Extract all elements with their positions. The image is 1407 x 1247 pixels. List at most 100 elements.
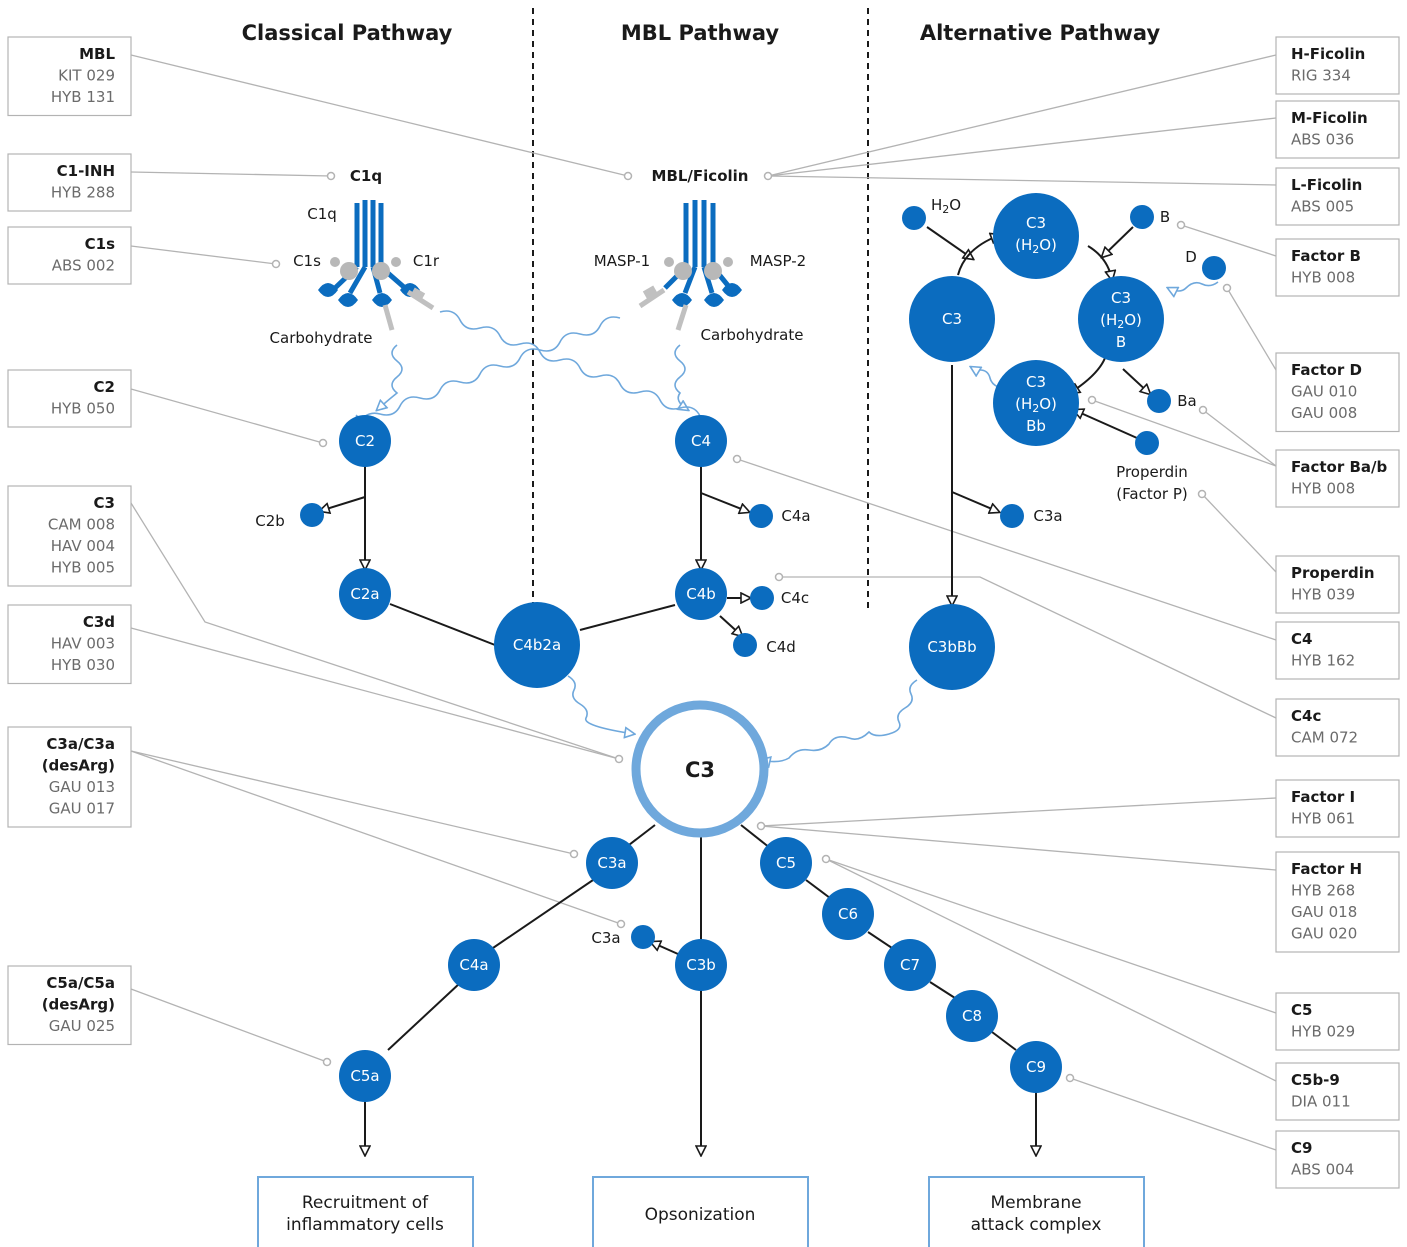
- antibody-code: GAU 020: [1291, 925, 1357, 943]
- node-c5a: C5a: [339, 1050, 391, 1102]
- antibody-code: HYB 131: [51, 88, 115, 106]
- header-alternative-pathway: Alternative Pathway: [920, 21, 1161, 45]
- node-c4c: C4c: [750, 586, 809, 610]
- label-masp1: MASP-1: [594, 252, 650, 270]
- antibody-box-title: C3: [94, 494, 115, 512]
- node-central-c3: C3: [631, 700, 769, 838]
- antibody-box-c5a-c5a-desarg: C5a/C5a(desArg)GAU 025: [7, 965, 132, 1046]
- header-mbl-pathway: MBL Pathway: [621, 21, 780, 45]
- svg-text:C3bBb: C3bBb: [927, 638, 976, 656]
- antibody-code: HYB 039: [1291, 586, 1355, 604]
- antibody-code: HYB 268: [1291, 882, 1355, 900]
- svg-text:C4a: C4a: [459, 956, 488, 974]
- antibody-code: HYB 008: [1291, 269, 1355, 287]
- svg-text:Properdin: Properdin: [1116, 463, 1188, 481]
- antibody-box-title: C5a/C5a: [46, 974, 115, 992]
- node-c3a-alt: C3a: [1000, 504, 1063, 528]
- antibody-box-title: C4: [1291, 630, 1312, 648]
- antibody-code: HYB 030: [51, 656, 115, 674]
- node-c6: C6: [822, 888, 874, 940]
- node-alt-c3: C3: [909, 276, 995, 362]
- svg-text:C3: C3: [942, 310, 962, 328]
- antibody-code: GAU 018: [1291, 903, 1357, 921]
- node-c7: C7: [884, 939, 936, 991]
- antibody-box-title: MBL: [79, 45, 115, 63]
- c1-complex: [318, 200, 435, 331]
- svg-text:C4: C4: [691, 432, 711, 450]
- svg-text:C5a: C5a: [350, 1067, 379, 1085]
- node-c9: C9: [1010, 1041, 1062, 1093]
- antibody-box-title: C4c: [1291, 707, 1321, 725]
- svg-text:C7: C7: [900, 956, 920, 974]
- antibody-code: CAM 008: [48, 516, 115, 534]
- antibody-code: ABS 005: [1291, 198, 1354, 216]
- label-carbohydrate-right: Carbohydrate: [701, 326, 804, 344]
- node-c2b: C2b: [255, 503, 324, 530]
- node-c3h2obb: C3 (H2O) Bb: [993, 360, 1079, 446]
- header-classical-pathway: Classical Pathway: [242, 21, 453, 45]
- svg-text:C6: C6: [838, 905, 858, 923]
- node-c4a: C4a: [749, 504, 811, 528]
- antibody-code: CAM 072: [1291, 729, 1358, 747]
- label-carbohydrate-left: Carbohydrate: [270, 329, 373, 347]
- node-c4b: C4b: [675, 568, 727, 620]
- svg-text:C3: C3: [1026, 214, 1046, 232]
- svg-text:C4d: C4d: [766, 638, 796, 656]
- antibody-code: HYB 008: [1291, 480, 1355, 498]
- svg-text:C4c: C4c: [781, 589, 809, 607]
- node-c5: C5: [760, 837, 812, 889]
- outcome-recruitment: Recruitment of inflammatory cells: [257, 1176, 474, 1247]
- svg-text:C4b2a: C4b2a: [513, 636, 561, 654]
- outcome-opsonization: Opsonization: [592, 1176, 809, 1247]
- antibody-code: HAV 003: [51, 635, 115, 653]
- outcome-membrane-attack-complex: Membrane attack complex: [928, 1176, 1145, 1247]
- label-c1q: C1q: [307, 205, 337, 223]
- node-ba: Ba: [1147, 389, 1197, 413]
- svg-text:B: B: [1116, 333, 1126, 351]
- node-b-source: B: [1130, 205, 1170, 229]
- node-c3a-small: C3a: [591, 925, 655, 949]
- svg-text:Ba: Ba: [1177, 392, 1196, 410]
- svg-text:C3a: C3a: [1033, 507, 1062, 525]
- svg-text:C4a: C4a: [781, 507, 810, 525]
- svg-text:attack complex: attack complex: [971, 1215, 1102, 1235]
- label-masp2: MASP-2: [750, 252, 806, 270]
- node-c3b: C3b: [675, 939, 727, 991]
- antibody-box-title: C3a/C3a: [46, 735, 115, 753]
- svg-text:C3: C3: [1111, 289, 1131, 307]
- svg-text:(H2O): (H2O): [1100, 311, 1142, 331]
- svg-text:Opsonization: Opsonization: [645, 1205, 756, 1225]
- antibody-box-title: C1-INH: [57, 162, 115, 180]
- antibody-box-title: Factor H: [1291, 860, 1362, 878]
- label-c1s: C1s: [293, 252, 321, 270]
- node-c3a: C3a: [586, 837, 638, 889]
- svg-text:C8: C8: [962, 1007, 982, 1025]
- antibody-box-title: Factor I: [1291, 788, 1355, 806]
- leader-dots: [271, 171, 1232, 1083]
- svg-text:(Factor P): (Factor P): [1116, 485, 1187, 503]
- svg-text:C9: C9: [1026, 1058, 1046, 1076]
- antibody-code: DIA 011: [1291, 1093, 1351, 1111]
- antibody-code: GAU 008: [1291, 404, 1357, 422]
- antibody-code: ABS 004: [1291, 1161, 1354, 1179]
- antibody-code: GAU 010: [1291, 383, 1357, 401]
- antibody-box-title: M-Ficolin: [1291, 109, 1368, 127]
- node-h2o-source: H2O: [902, 196, 961, 230]
- antibody-code: HYB 029: [1291, 1023, 1355, 1041]
- node-c2: C2: [339, 415, 391, 467]
- node-c2a: C2a: [339, 568, 391, 620]
- antibody-box-title: Factor Ba/b: [1291, 458, 1388, 476]
- node-c3bbb: C3bBb: [909, 604, 995, 690]
- svg-text:C2b: C2b: [255, 512, 285, 530]
- antibody-box-title: C5: [1291, 1001, 1312, 1019]
- antibody-box-title: (desArg): [42, 757, 115, 775]
- antibody-box-title: L-Ficolin: [1291, 176, 1362, 194]
